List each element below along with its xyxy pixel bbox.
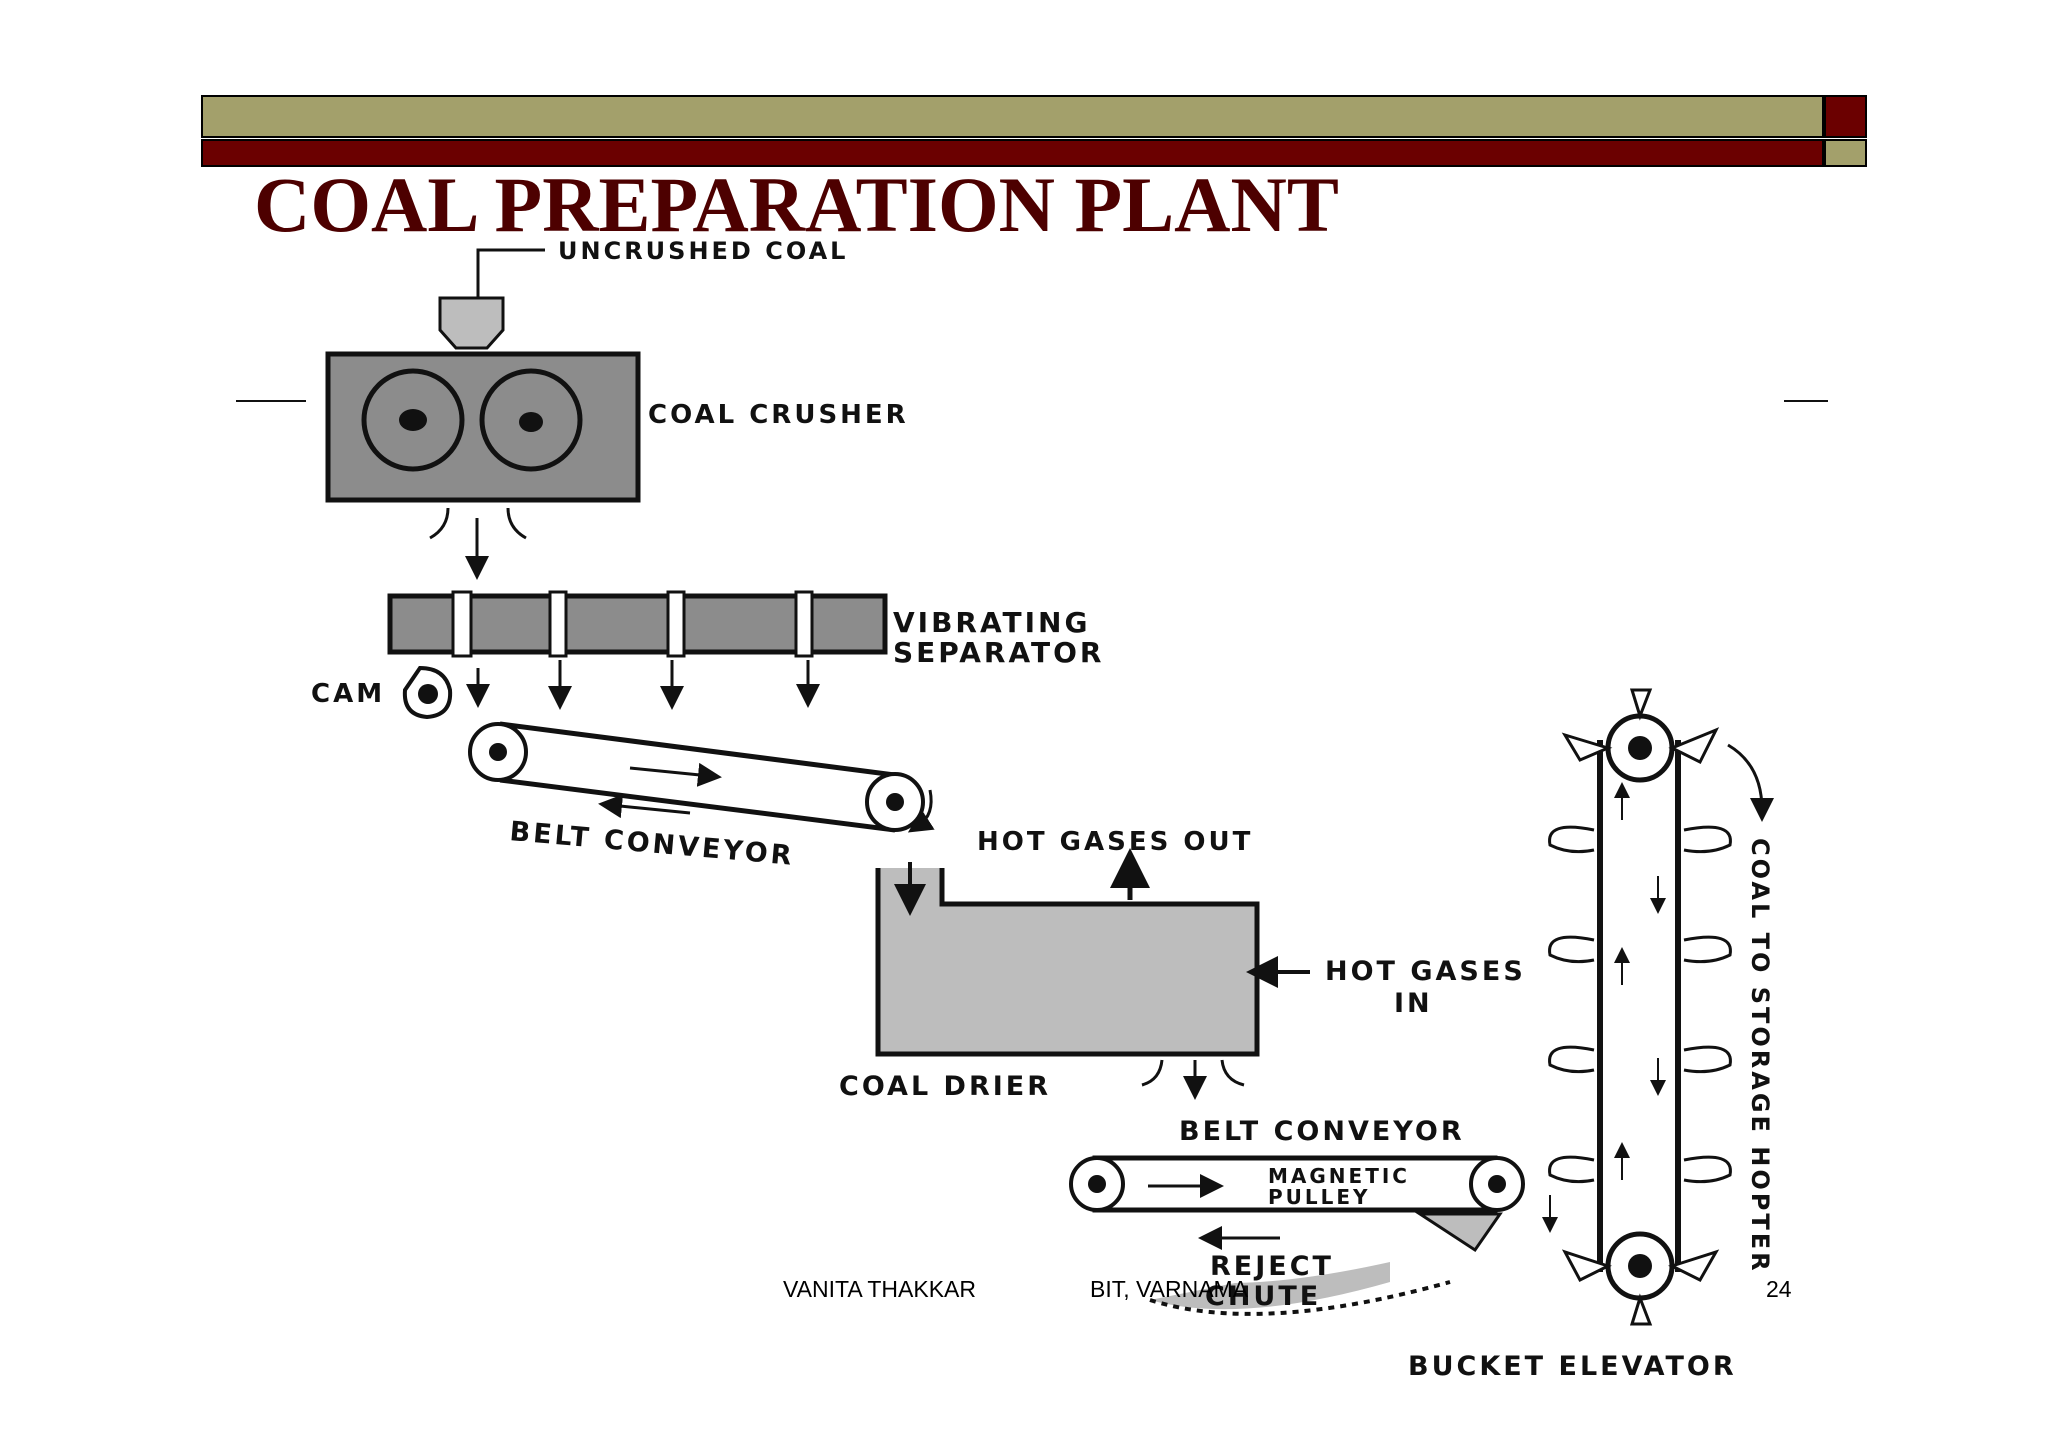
header-bar-olive — [201, 95, 1824, 138]
footer-institute: BIT, VARNAMA — [1090, 1276, 1249, 1302]
label-belt-conveyor-2: BELT CONVEYOR — [1179, 1116, 1465, 1147]
uncrushed-coal-feed — [438, 248, 545, 350]
label-hot-gases-out: HOT GASES OUT — [977, 827, 1253, 857]
label-bucket-elevator: BUCKET ELEVATOR — [1408, 1351, 1737, 1382]
header-square-olive — [1824, 139, 1867, 167]
footer-page-number: 24 — [1766, 1276, 1792, 1302]
label-reject: REJECT — [1210, 1251, 1334, 1282]
label-coal-to-storage-hopper: COAL TO STORAGE HOPTER — [1746, 838, 1774, 1274]
header-square-maroon — [1824, 95, 1867, 138]
footer-author: VANITA THAKKAR — [783, 1276, 976, 1302]
coal-crusher — [325, 351, 641, 580]
belt-conveyor-1 — [468, 721, 935, 833]
label-in: IN — [1394, 988, 1433, 1019]
label-vibrating: VIBRATING — [893, 606, 1090, 639]
label-uncrushed-coal: UNCRUSHED COAL — [558, 237, 848, 265]
slide-title: COAL PREPARATION PLANT — [254, 161, 1339, 248]
reject-chute — [1149, 1262, 1451, 1316]
label-separator: SEPARATOR — [893, 636, 1104, 669]
header-bar-maroon — [201, 139, 1824, 167]
coal-drier — [875, 848, 1310, 1100]
label-coal-crusher: COAL CRUSHER — [648, 400, 909, 430]
label-pulley: PULLEY — [1268, 1185, 1371, 1209]
label-chute: CHUTE — [1205, 1281, 1321, 1312]
belt-conveyor-2 — [1069, 1155, 1525, 1253]
label-belt-conveyor-1: BELT CONVEYOR — [508, 816, 795, 872]
cam — [402, 665, 453, 720]
label-cam: CAM — [311, 679, 385, 709]
label-coal-drier: COAL DRIER — [839, 1071, 1051, 1102]
label-magnetic: MAGNETIC — [1268, 1164, 1410, 1188]
bucket-elevator — [1542, 688, 1774, 1326]
label-hot-gases-in: HOT GASES — [1325, 956, 1526, 987]
vibrating-separator — [387, 590, 888, 710]
